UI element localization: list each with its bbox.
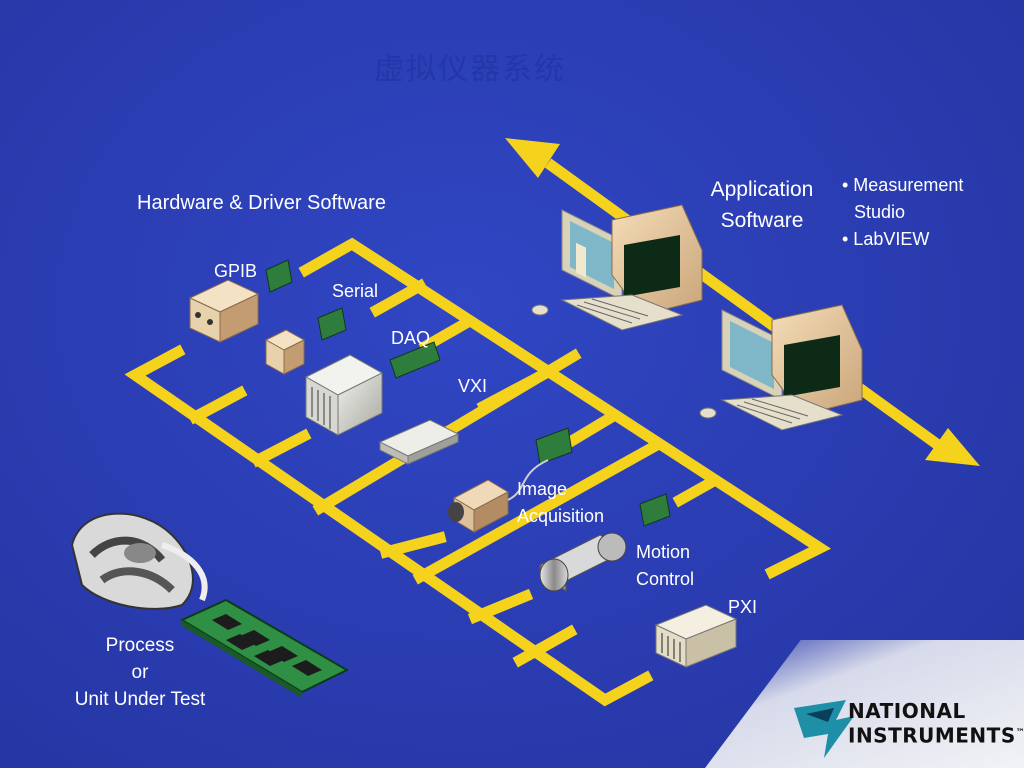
gpib-instrument-icon: [264, 329, 306, 375]
computer-icon: [531, 204, 703, 331]
ni-wordmark-line-1: NATIONAL: [848, 699, 966, 723]
hardware-label: Hardware & Driver Software: [137, 192, 386, 214]
image-acquisition-label: Image Acquisition: [517, 476, 604, 530]
ni-eagle-logo-icon: [794, 700, 854, 758]
motion-control-line-2: Control: [636, 569, 695, 589]
software-item-studio: Studio: [854, 202, 906, 222]
ni-trademark: ™: [1015, 728, 1024, 738]
motion-control-line-1: Motion: [636, 542, 691, 562]
computer-icon: [699, 304, 863, 431]
software-item-labview: • LabVIEW: [842, 229, 930, 249]
circuit-board-icon: [179, 598, 350, 698]
camera-icon: [448, 459, 549, 533]
application-software-label: Application Software: [694, 174, 830, 236]
ni-wordmark-instruments: INSTRUMENTS: [848, 723, 1016, 748]
motor-icon: [538, 532, 628, 592]
serial-label: Serial: [332, 281, 379, 301]
vxi-label: VXI: [458, 376, 488, 396]
motion-control-label: Motion Control: [636, 539, 694, 593]
image-acquisition-line-2: Acquisition: [517, 506, 605, 526]
engine-part-icon: [70, 512, 208, 610]
daq-label: DAQ: [391, 328, 431, 348]
process-line-3: Unit Under Test: [74, 689, 206, 710]
gpib-instrument-icon: [188, 279, 260, 343]
gpib-label: GPIB: [214, 261, 258, 281]
image-acquisition-line-1: Image: [517, 479, 568, 499]
pxi-chassis-icon: [654, 604, 738, 668]
ni-wordmark: NATIONAL INSTRUMENTS™: [848, 700, 1024, 747]
process-label: Process or Unit Under Test: [40, 632, 240, 713]
circuit-board-icon: [265, 259, 671, 527]
software-list: • Measurement Studio • LabVIEW: [842, 172, 963, 253]
application-line-1: Application: [710, 178, 814, 201]
process-line-2: or: [131, 662, 149, 683]
software-item-measurement: • Measurement: [842, 175, 964, 195]
process-line-1: Process: [105, 635, 175, 656]
vxi-chassis-icon: [304, 354, 384, 436]
pxi-label: PXI: [728, 597, 758, 617]
page-title: 虚拟仪器系统: [374, 52, 566, 87]
bus-network: [124, 237, 832, 707]
application-line-2: Software: [720, 209, 804, 232]
daq-module-icon: [378, 419, 460, 465]
data-flow-arrow: [505, 138, 980, 466]
ni-wordmark-line-2: INSTRUMENTS™: [848, 722, 1024, 747]
